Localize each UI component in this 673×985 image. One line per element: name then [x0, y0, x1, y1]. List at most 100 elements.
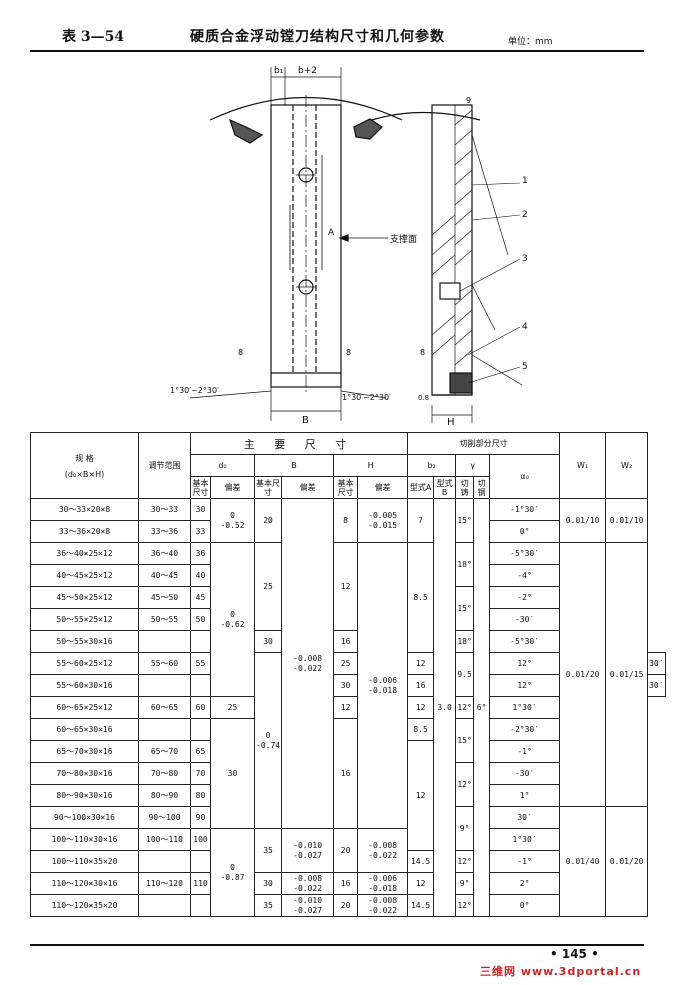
cell-alpha: -1°	[489, 740, 561, 763]
cell-gamma-cast: 15°	[455, 498, 475, 543]
cell-spec: 55～60×25×12	[30, 652, 139, 675]
label-grade-8a: 8	[238, 348, 243, 357]
cell-b-basic: 30	[253, 872, 283, 895]
cell-spec: 60～65×25×12	[30, 696, 139, 719]
cell-b-basic: 35	[253, 828, 283, 873]
cell-alpha: 30′	[647, 652, 666, 675]
cell-w2: 0.01/10	[605, 498, 649, 543]
cell-spec: 55～60×30×16	[30, 674, 139, 697]
dimensions-table: 规 格(d₀×B×H) 调节范围 主 要 尺 寸 切削部分尺寸 W₁ W₂ d₀…	[30, 432, 666, 917]
page-number: • 145 •	[550, 947, 599, 961]
cell-alpha: -2°30′	[489, 718, 561, 741]
cell-b2-type-a: 12	[407, 872, 435, 895]
cell-h-basic: 12	[333, 696, 359, 719]
cell-h-basic: 16	[333, 630, 359, 653]
cell-alpha: 30′	[489, 806, 561, 829]
cell-gamma-cast: 18°	[455, 630, 475, 653]
cell-range: 110～120	[138, 872, 191, 895]
cell-alpha: 1°30′	[489, 696, 561, 719]
cell-b2-type-a: 8.5	[407, 542, 435, 653]
cell-gamma-cast: 12°	[455, 850, 475, 873]
unit-label: 单位：mm	[508, 37, 553, 47]
head-d0-basic: 基本尺寸	[190, 476, 211, 499]
cell-spec: 30～33×20×8	[30, 498, 139, 521]
cell-w1: 0.01/20	[559, 542, 607, 807]
cell-range: 30～33	[138, 498, 191, 521]
cell-alpha: 0°	[489, 894, 561, 917]
cell-b-dev: -0.008-0.022	[281, 872, 335, 895]
cell-h-basic: 16	[333, 718, 359, 829]
cell-spec: 80～90×30×16	[30, 784, 139, 807]
cell-alpha: 30′	[647, 674, 666, 697]
head-cut-steel: 切钢	[473, 476, 491, 499]
cell-spec: 36～40×25×12	[30, 542, 139, 565]
cell-range	[138, 894, 191, 917]
head-d0: d₀	[190, 454, 255, 477]
part-2: 2	[522, 210, 528, 220]
cell-gamma-cast: 12°	[455, 762, 475, 807]
cell-spec: 100～110×35×20	[30, 850, 139, 873]
cell-b2-type-a: 14.5	[407, 894, 435, 917]
label-dim-h: H	[447, 417, 455, 428]
cell-d0-basic: 90	[190, 806, 211, 829]
cell-b-basic: 35	[253, 894, 283, 917]
head-w2: W₂	[605, 432, 649, 499]
cell-gamma-cast: 12°	[489, 652, 561, 675]
cell-spec: 70～80×30×16	[30, 762, 139, 785]
label-grade-8b: 8	[346, 348, 351, 357]
cell-b-dev: -0.010-0.027	[281, 894, 335, 917]
cell-range	[138, 630, 191, 653]
watermark: 三维网 www.3dportal.cn	[480, 965, 642, 978]
label-grade-9: 9	[466, 96, 471, 105]
head-gamma: γ	[455, 454, 491, 477]
head-h-basic: 基本尺寸	[333, 476, 359, 499]
cell-w1: 0.01/10	[559, 498, 607, 543]
cell-b2-type-a: 12	[407, 740, 435, 851]
page-title: 硬质合金浮动镗刀结构尺寸和几何参数	[190, 29, 445, 45]
top-rule	[30, 50, 644, 52]
cell-gamma-cast: 12°	[455, 894, 475, 917]
cell-alpha: -1°	[489, 850, 561, 873]
cell-gamma-cast: 12°	[455, 696, 475, 719]
cell-gamma-steel: 6°	[473, 498, 491, 917]
cell-h-basic: 8	[333, 498, 359, 543]
cell-gamma-cast: 15°	[455, 718, 475, 763]
cell-d0-basic: 70	[190, 762, 211, 785]
cell-spec: 90～100×30×16	[30, 806, 139, 829]
head-h: H	[333, 454, 409, 477]
cell-h-basic: 12	[333, 542, 359, 631]
cell-b-dev: -0.010-0.027	[281, 828, 335, 873]
part-3: 3	[522, 254, 528, 264]
head-main-dims: 主 要 尺 寸	[189, 432, 409, 455]
part-5: 5	[522, 362, 528, 372]
cell-d0-dev: 0-0.52	[210, 498, 255, 543]
cell-h-dev: -0.006-0.018	[357, 542, 409, 829]
part-4: 4	[522, 322, 528, 332]
cell-spec: 33～36×20×8	[30, 520, 139, 543]
cell-b-basic: 30	[253, 630, 283, 653]
head-type-b: 型式B	[433, 476, 457, 499]
cell-d0-basic: 45	[190, 586, 211, 609]
cell-w1: 0.01/40	[559, 806, 607, 917]
cell-d0-basic: 40	[190, 564, 211, 587]
head-b-basic: 基本尺寸	[253, 476, 283, 499]
cell-w2: 0.01/20	[605, 806, 649, 917]
head-range: 调节范围	[138, 432, 191, 499]
cell-d0-basic: 50	[190, 608, 211, 631]
head-d0-dev: 偏差	[210, 476, 255, 499]
cell-b-basic: 25	[253, 542, 283, 631]
cell-d0-basic	[190, 718, 211, 741]
cell-h-basic: 16	[333, 872, 359, 895]
cell-spec: 110～120×30×16	[30, 872, 139, 895]
cell-alpha: -2°	[489, 586, 561, 609]
head-b2: b₂	[407, 454, 457, 477]
